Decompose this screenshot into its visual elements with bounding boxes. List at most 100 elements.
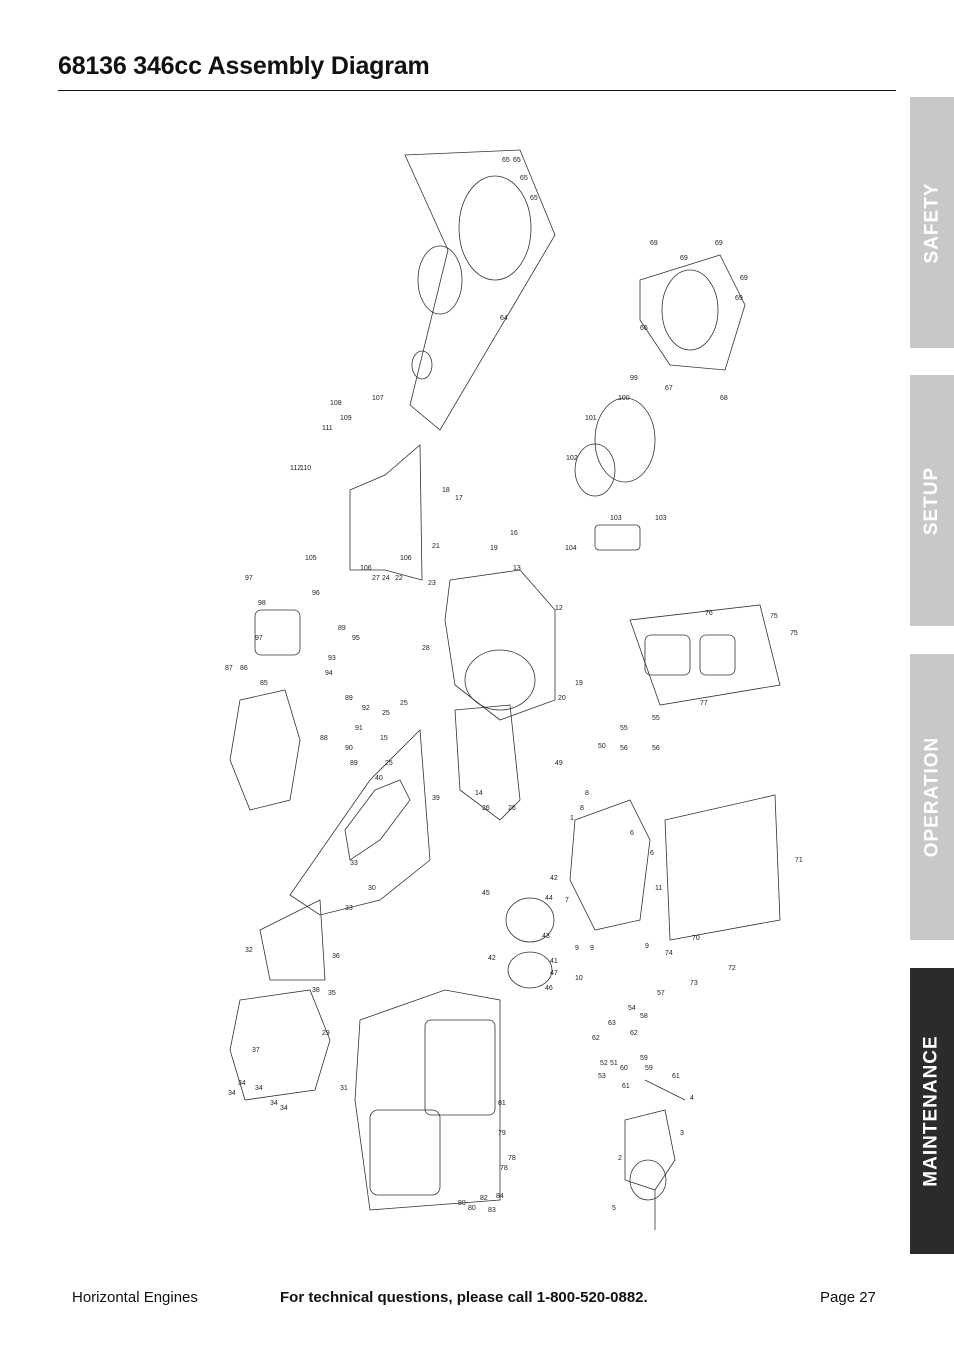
part-label: 95 xyxy=(352,635,360,642)
part-label: 85 xyxy=(260,680,268,687)
part-label: 73 xyxy=(690,980,698,987)
part-label: 9 xyxy=(575,945,579,952)
part-label: 93 xyxy=(328,655,336,662)
part-label: 106 xyxy=(360,565,372,572)
part-label: 18 xyxy=(442,487,450,494)
part-label: 37 xyxy=(252,1047,260,1054)
starter-cup xyxy=(411,350,433,380)
piston xyxy=(505,897,555,943)
part-label: 34 xyxy=(255,1085,263,1092)
part-label: 2 xyxy=(618,1155,622,1162)
part-label: 75 xyxy=(770,613,778,620)
part-label: 27 xyxy=(372,575,380,582)
part-label: 19 xyxy=(490,545,498,552)
crank-group-outline xyxy=(289,729,431,916)
part-label: 87 xyxy=(225,665,233,672)
tab-maintenance-label: MAINTENANCE xyxy=(921,1035,943,1187)
part-label: 26 xyxy=(508,805,516,812)
part-label: 62 xyxy=(592,1035,600,1042)
part-label: 54 xyxy=(628,1005,636,1012)
part-label: 86 xyxy=(240,665,248,672)
part-label: 65 xyxy=(502,157,510,164)
carburetor-group-outline xyxy=(664,794,781,941)
part-label: 1 xyxy=(570,815,574,822)
part-label: 59 xyxy=(645,1065,653,1072)
part-label: 47 xyxy=(550,970,558,977)
part-label: 77 xyxy=(700,700,708,707)
part-label: 70 xyxy=(692,935,700,942)
part-label: 49 xyxy=(555,760,563,767)
part-label: 20 xyxy=(558,695,566,702)
part-label: 63 xyxy=(608,1020,616,1027)
part-label: 105 xyxy=(305,555,317,562)
part-label: 8 xyxy=(585,790,589,797)
flywheel xyxy=(594,397,656,483)
tab-maintenance[interactable]: MAINTENANCE xyxy=(910,968,954,1254)
part-label: 39 xyxy=(432,795,440,802)
cylinder-head xyxy=(569,799,651,931)
part-label: 80 xyxy=(458,1200,466,1207)
footer-page-number: Page 27 xyxy=(820,1289,876,1306)
part-label: 40 xyxy=(375,775,383,782)
part-label: 107 xyxy=(372,395,384,402)
part-label: 26 xyxy=(482,805,490,812)
part-label: 17 xyxy=(455,495,463,502)
part-label: 5 xyxy=(612,1205,616,1212)
part-label: 57 xyxy=(657,990,665,997)
part-label: 88 xyxy=(320,735,328,742)
part-label: 103 xyxy=(655,515,667,522)
blower-housing xyxy=(639,254,746,371)
part-label: 29 xyxy=(322,1030,330,1037)
tab-safety[interactable]: SAFETY xyxy=(910,97,954,348)
part-label: 23 xyxy=(428,580,436,587)
part-label: 9 xyxy=(590,945,594,952)
part-label: 16 xyxy=(510,530,518,537)
part-label: 53 xyxy=(598,1073,606,1080)
part-label: 4 xyxy=(690,1095,694,1102)
part-label: 96 xyxy=(312,590,320,597)
part-label: 78 xyxy=(500,1165,508,1172)
part-label: 34 xyxy=(228,1090,236,1097)
page-title: 68136 346cc Assembly Diagram xyxy=(58,52,430,80)
part-label: 32 xyxy=(245,947,253,954)
part-label: 66 xyxy=(640,325,648,332)
part-label: 74 xyxy=(665,950,673,957)
part-label: 3 xyxy=(680,1130,684,1137)
tab-operation[interactable]: OPERATION xyxy=(910,654,954,940)
starter-cover xyxy=(458,175,532,281)
part-label: 111 xyxy=(322,425,333,432)
starter-group-outline xyxy=(404,149,556,431)
part-label: 67 xyxy=(665,385,673,392)
part-label: 62 xyxy=(630,1030,638,1037)
part-label: 25 xyxy=(400,700,408,707)
part-label: 21 xyxy=(432,543,440,550)
crankcase-cover xyxy=(229,989,331,1101)
part-label: 38 xyxy=(312,987,320,994)
part-label: 34 xyxy=(270,1100,278,1107)
part-label: 33 xyxy=(345,905,353,912)
part-label: 68 xyxy=(720,395,728,402)
part-label: 25 xyxy=(382,710,390,717)
crankshaft xyxy=(344,779,411,861)
part-label: 108 xyxy=(330,400,342,407)
part-label: 109 xyxy=(340,415,352,422)
crankcase-group-outline xyxy=(259,899,326,981)
muffler-shield xyxy=(369,1109,441,1196)
part-label: 89 xyxy=(345,695,353,702)
part-label: 8 xyxy=(580,805,584,812)
footer-product-name: Horizontal Engines xyxy=(72,1289,198,1306)
part-label: 50 xyxy=(598,743,606,750)
part-label: 71 xyxy=(795,857,803,864)
part-label: 72 xyxy=(728,965,736,972)
tab-setup[interactable]: SETUP xyxy=(910,375,954,626)
part-label: 33 xyxy=(350,860,358,867)
part-label: 56 xyxy=(652,745,660,752)
part-label: 60 xyxy=(620,1065,628,1072)
part-label: 76 xyxy=(705,610,713,617)
part-label: 30 xyxy=(368,885,376,892)
part-label: 65 xyxy=(530,195,538,202)
piston-group-outline xyxy=(454,704,521,821)
part-label: 58 xyxy=(640,1013,648,1020)
part-label: 31 xyxy=(340,1085,348,1092)
part-label: 44 xyxy=(545,895,553,902)
